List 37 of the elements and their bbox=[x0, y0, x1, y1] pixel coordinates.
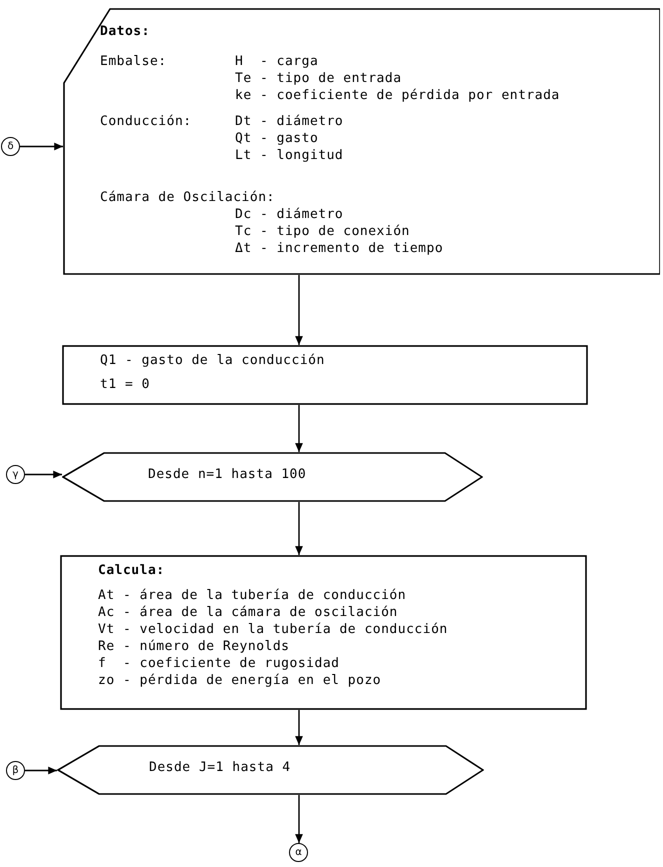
item-text: Δt - incremento de tiempo bbox=[235, 241, 444, 256]
item-text: Conducción: bbox=[100, 114, 192, 129]
item-text: Desde J=1 hasta 4 bbox=[149, 760, 291, 775]
arrow bbox=[295, 795, 303, 843]
item-text: H - carga bbox=[235, 54, 318, 69]
arrow bbox=[295, 405, 303, 452]
arrow bbox=[295, 710, 303, 745]
heading-text: Datos: bbox=[100, 24, 150, 39]
item-text: Vt - velocidad en la tubería de conducción bbox=[98, 622, 448, 637]
item-text: Embalse: bbox=[100, 54, 167, 69]
item-text: ke - coeficiente de pérdida por entrada bbox=[235, 88, 560, 103]
item-text: Q1 - gasto de la conducción bbox=[100, 353, 325, 368]
arrow bbox=[25, 470, 62, 478]
arrow bbox=[295, 275, 303, 345]
arrow bbox=[20, 142, 63, 150]
item-text: Re - número de Reynolds bbox=[98, 639, 290, 654]
loop-hexagon bbox=[57, 745, 484, 795]
item-text: zo - pérdida de energía en el pozo bbox=[98, 673, 382, 688]
manual-input-shape bbox=[63, 8, 660, 275]
item-text: Tc - tipo de conexión bbox=[235, 224, 410, 239]
arrow bbox=[25, 766, 57, 774]
item-text: Cámara de Oscilación: bbox=[100, 190, 275, 205]
process-box bbox=[62, 345, 588, 405]
arrow bbox=[295, 502, 303, 555]
item-text: Dt - diámetro bbox=[235, 114, 344, 129]
item-text: Dc - diámetro bbox=[235, 207, 344, 222]
item-text: Ac - área de la cámara de oscilación bbox=[98, 605, 398, 620]
item-text: Lt - longitud bbox=[235, 148, 344, 163]
item-text: f - coeficiente de rugosidad bbox=[98, 656, 340, 671]
process-box bbox=[60, 555, 587, 710]
loop-hexagon bbox=[62, 452, 483, 502]
item-text: Qt - gasto bbox=[235, 131, 318, 146]
item-text: At - área de la tubería de conducción bbox=[98, 588, 406, 603]
item-text: Desde n=1 hasta 100 bbox=[148, 467, 306, 482]
heading-text: Calcula: bbox=[98, 563, 165, 578]
item-text: t1 = 0 bbox=[100, 377, 150, 392]
item-text: Te - tipo de entrada bbox=[235, 71, 402, 86]
